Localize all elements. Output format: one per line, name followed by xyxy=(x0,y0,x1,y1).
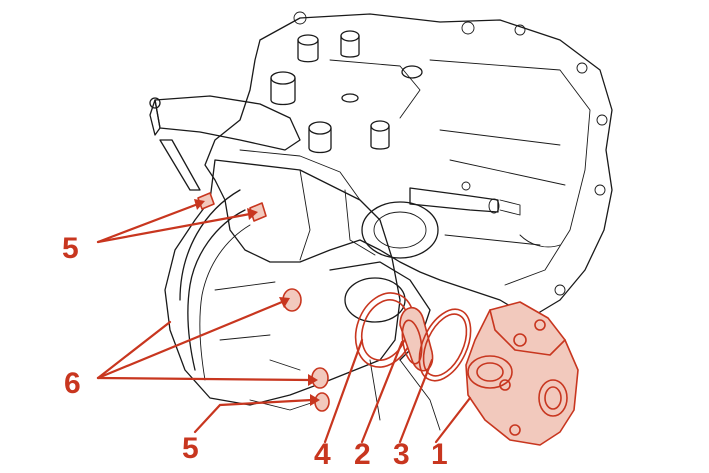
callout-5-upper: 5 xyxy=(62,232,79,265)
leader-lines xyxy=(96,199,472,444)
callout-5-lower: 5 xyxy=(182,432,199,465)
part-5-upper-plugs xyxy=(197,192,267,222)
part-3-o-ring xyxy=(418,308,472,382)
callout-1: 1 xyxy=(431,438,448,471)
callout-3: 3 xyxy=(393,438,410,471)
callout-6: 6 xyxy=(64,367,81,400)
transmission-housing xyxy=(149,11,613,431)
callout-2: 2 xyxy=(354,438,371,471)
part-5-lower-plug xyxy=(314,392,330,412)
part-1-housing xyxy=(465,301,579,446)
part-6-bushings xyxy=(282,288,329,389)
callout-labels: 5 6 5 4 2 3 1 xyxy=(62,232,448,471)
highlighted-parts xyxy=(197,192,579,446)
callout-4: 4 xyxy=(314,438,331,471)
